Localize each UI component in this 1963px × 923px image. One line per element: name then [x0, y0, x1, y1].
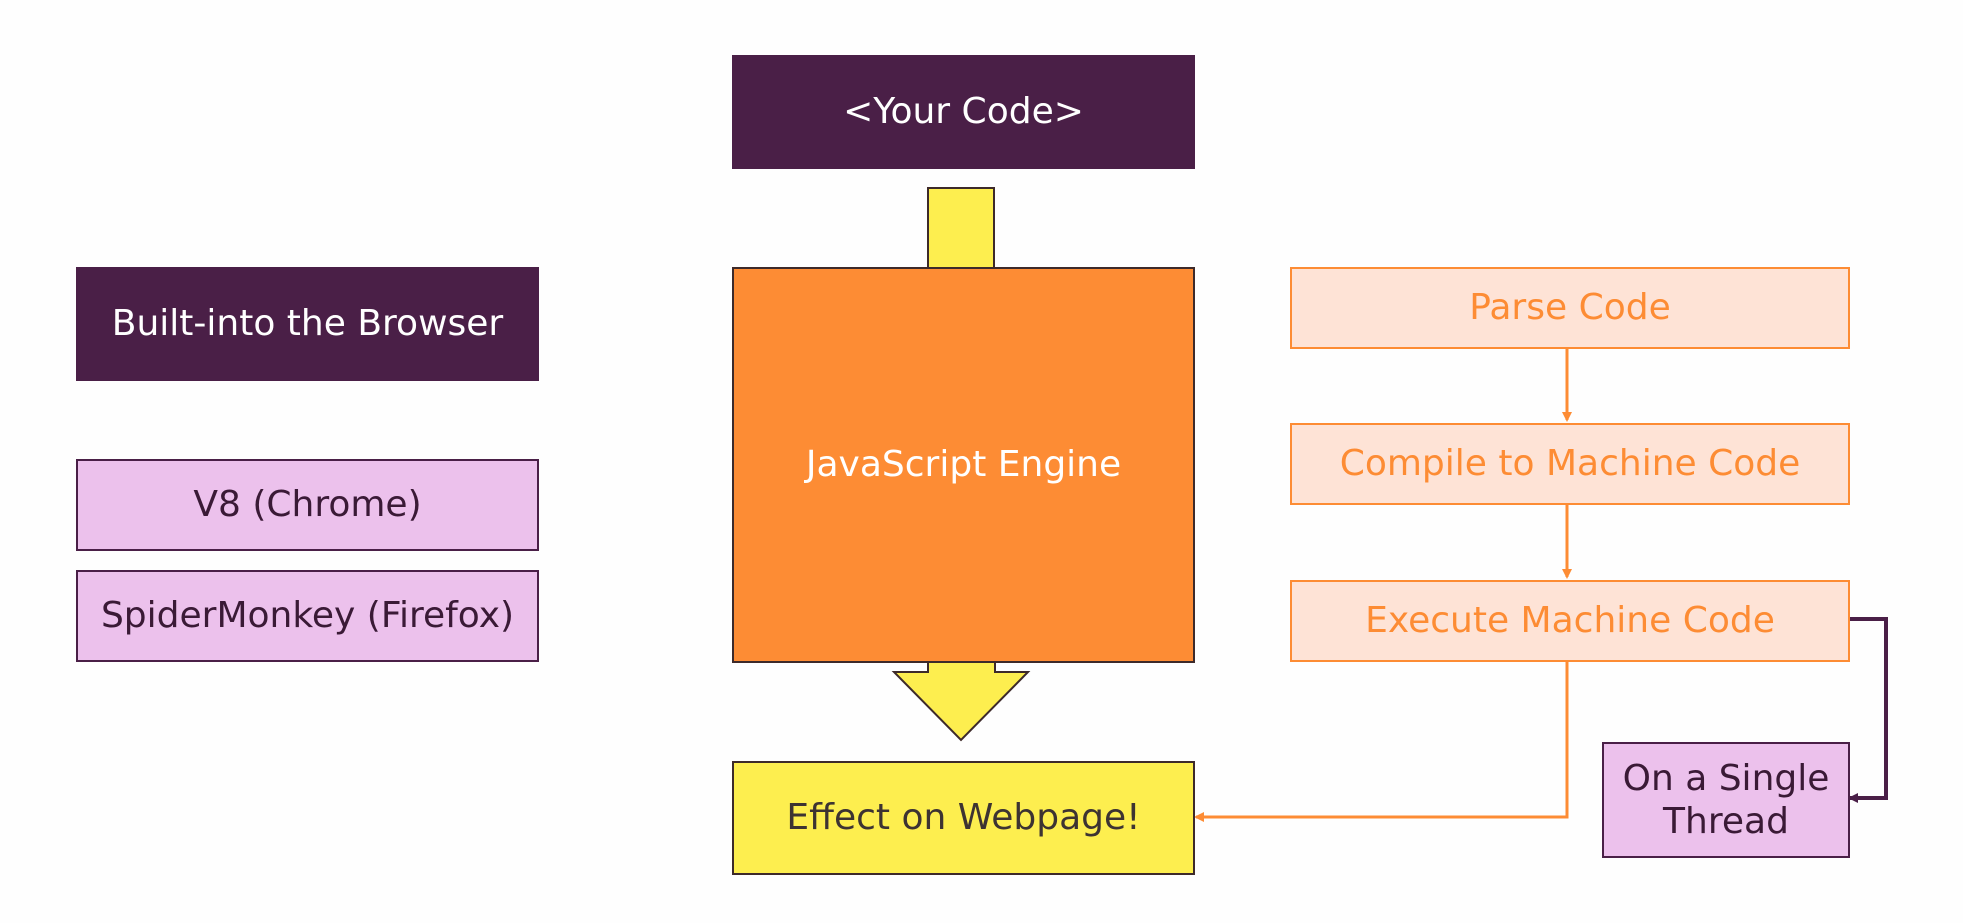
effect-on-webpage-box: Effect on Webpage! [732, 761, 1195, 875]
execute-to-thread-arrow [1847, 617, 1888, 803]
browser-builtin-heading: Built-into the Browser [76, 267, 539, 381]
your-code-box: <Your Code> [732, 55, 1195, 169]
single-thread-note: On a Single Thread [1602, 742, 1850, 858]
engine-item-spidermonkey: SpiderMonkey (Firefox) [76, 570, 539, 662]
javascript-engine-box: JavaScript Engine [732, 267, 1195, 663]
step-parse-code: Parse Code [1290, 267, 1850, 349]
input-flow-arrow [927, 187, 995, 269]
engine-item-v8: V8 (Chrome) [76, 459, 539, 551]
execute-to-effect-arrow [1194, 661, 1569, 822]
step-compile-code: Compile to Machine Code [1290, 423, 1850, 505]
output-flow-arrow [891, 661, 1031, 742]
step-execute-code: Execute Machine Code [1290, 580, 1850, 662]
